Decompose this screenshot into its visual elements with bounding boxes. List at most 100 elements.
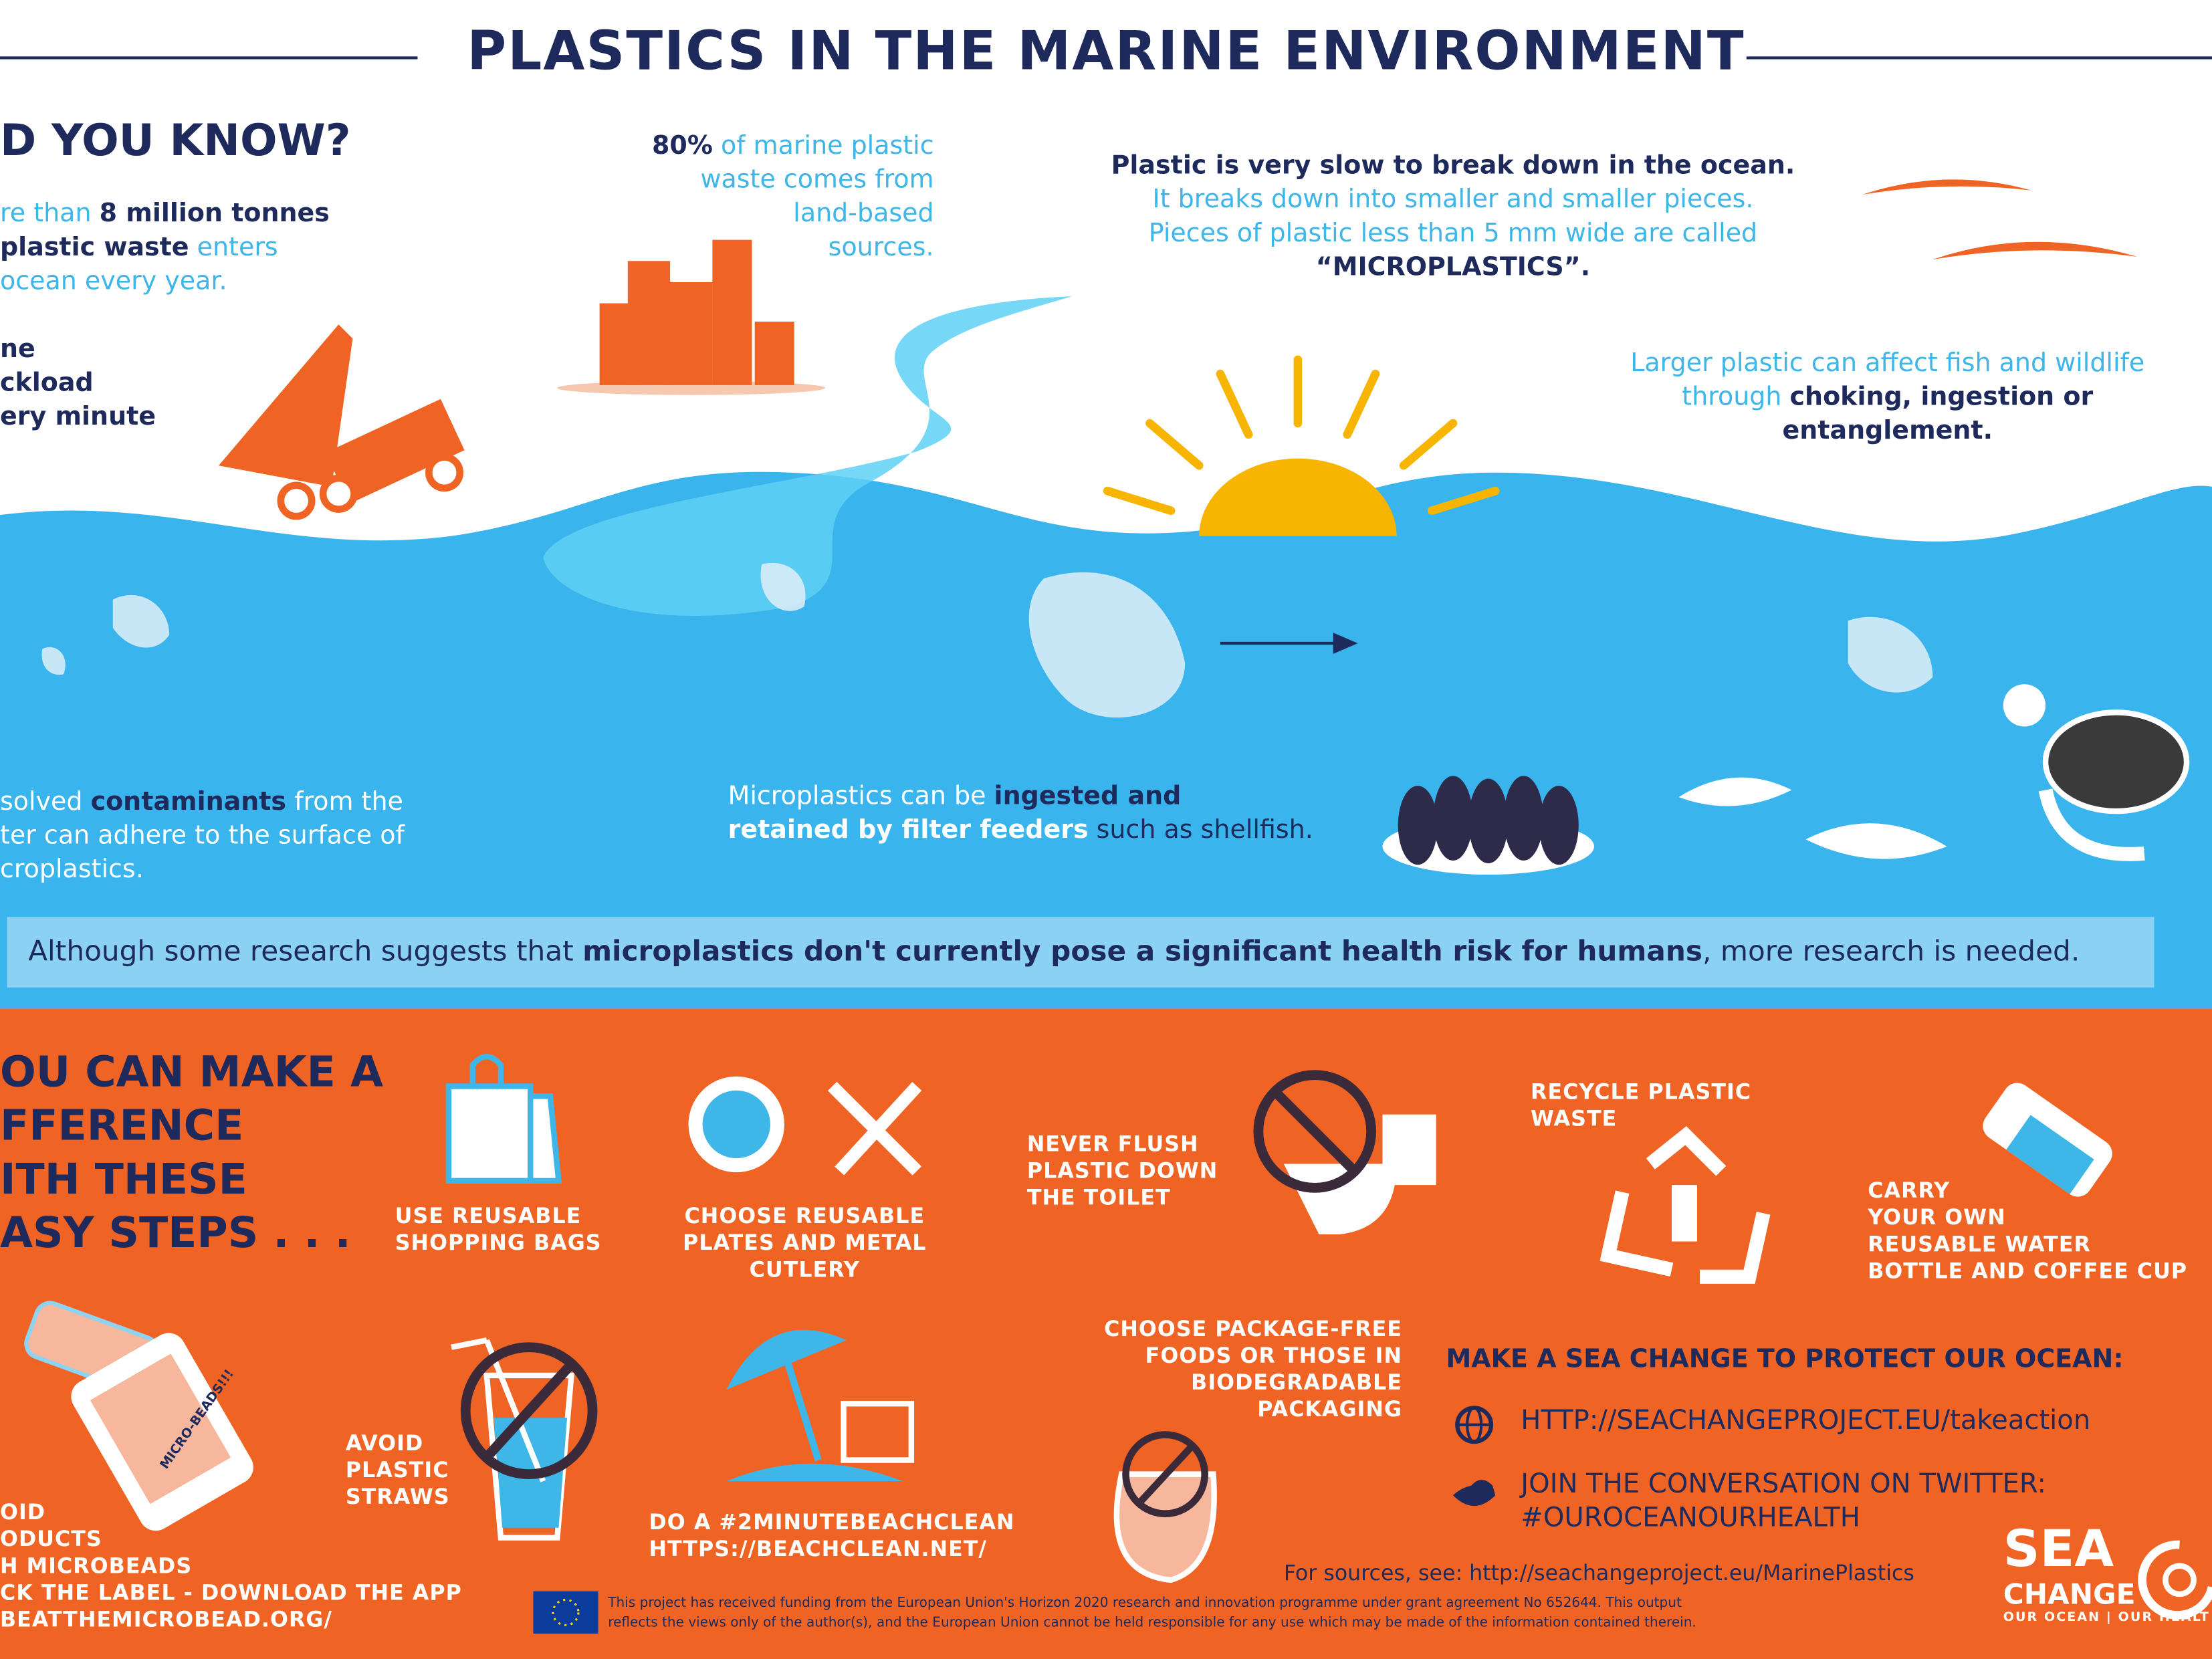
- fact-line: ery minute: [0, 402, 156, 432]
- step-line: CHOOSE PACKAGE-FREE: [1104, 1316, 1403, 1342]
- beachclean-link[interactable]: HTTPS://BEACHCLEAN.NET/: [649, 1536, 988, 1562]
- recycle-icon: [1599, 1126, 1771, 1284]
- fact-highlight: retained by filter feeders: [728, 815, 1089, 845]
- health-banner-text: Although some research suggests that mic…: [28, 934, 2080, 968]
- ocean-wave: [0, 471, 2212, 1009]
- fact-text: of marine plastic: [712, 131, 934, 161]
- globe-icon: [1455, 1406, 1494, 1444]
- step-line: CHOOSE REUSABLE: [684, 1203, 925, 1229]
- fact-text: Pieces of plastic less than 5 mm wide ar…: [1148, 219, 1758, 249]
- heading-line: ITH THESE: [0, 1155, 247, 1205]
- step-line: NEVER FLUSH: [1026, 1131, 1199, 1157]
- beat-the-microbead-link[interactable]: BEATTHEMICROBEAD.ORG/: [0, 1606, 333, 1632]
- heading-line: FFERENCE: [0, 1101, 244, 1151]
- sea-change-logo: SEA CHANGE OUR OCEAN | OUR HEALT: [2003, 1523, 2210, 1625]
- fact-highlight: 8 million tonnes: [99, 199, 330, 229]
- step-line: YOUR OWN: [1868, 1204, 2006, 1230]
- disclaimer-line: reflects the views only of the author(s)…: [608, 1615, 1696, 1631]
- step-line: PLASTIC DOWN: [1026, 1158, 1218, 1184]
- fact-text: sources.: [828, 233, 934, 263]
- step-line: BIODEGRADABLE: [1191, 1369, 1403, 1396]
- birds-icon: [1862, 179, 2138, 260]
- step-line: STRAWS: [345, 1484, 450, 1510]
- logo-text: CHANGE: [2003, 1577, 2136, 1612]
- land-based-fact: 80% of marine plastic waste comes from l…: [564, 130, 934, 265]
- step-line: BOTTLE AND COFFEE CUP: [1868, 1258, 2188, 1284]
- sun-icon: [1103, 355, 1500, 536]
- microbeads-phone-icon: [24, 1301, 253, 1531]
- fact-text: solved: [0, 787, 91, 817]
- fact-text: enters: [189, 233, 278, 263]
- heading-line: OU CAN MAKE A: [0, 1048, 383, 1098]
- no-straw-icon: [451, 1337, 598, 1541]
- step-line: ODUCTS: [0, 1526, 102, 1552]
- filter-feeders-fact: Microplastics can be ingested and retain…: [728, 780, 1313, 848]
- banner-text: , more research is needed.: [1702, 933, 2080, 968]
- breakdown-fact: Plastic is very slow to break down in th…: [1044, 150, 1862, 286]
- fact-text: land-based: [793, 199, 934, 229]
- river: [543, 296, 1073, 616]
- fact-highlight: plastic waste: [0, 233, 189, 263]
- fact-text: through: [1682, 382, 1790, 413]
- logo-tagline: OUR OCEAN | OUR HEALT: [2003, 1611, 2210, 1626]
- fact-highlight: ingested and: [994, 781, 1182, 812]
- fact-truckload: ne ckload ery minute: [0, 333, 156, 435]
- arrow-icon: [1220, 633, 1358, 654]
- shopping-bag-icon: [445, 1053, 562, 1184]
- dump-truck-icon: [219, 324, 465, 520]
- fact-line: ne: [0, 334, 35, 364]
- twitter-hashtag-link[interactable]: #OUROCEANOURHEALTH: [1521, 1502, 1860, 1534]
- step-line: FOODS OR THOSE IN: [1145, 1343, 1403, 1369]
- step-line: CUTLERY: [749, 1256, 860, 1283]
- step-line: SHOPPING BAGS: [395, 1230, 602, 1256]
- city-icon: [557, 239, 826, 395]
- step-icons: MICRO-BEADS!!!: [24, 1053, 2212, 1634]
- step-line: PACKAGING: [1257, 1396, 1403, 1422]
- health-banner: [7, 917, 2154, 988]
- fact-text: such as shellfish.: [1088, 815, 1313, 845]
- fact-text: ocean every year.: [0, 266, 227, 297]
- ocean-illustration: [0, 179, 2212, 1009]
- fact-tonnes: re than 8 million tonnes plastic waste e…: [0, 197, 367, 299]
- steps-heading: OU CAN MAKE A FFERENCE ITH THESE ASY STE…: [0, 1046, 383, 1261]
- cta-twitter: JOIN THE CONVERSATION ON TWITTER: #OUROC…: [1521, 1467, 2046, 1535]
- step-line: PLASTIC: [345, 1457, 449, 1483]
- fact-text: It breaks down into smaller and smaller …: [1152, 185, 1754, 215]
- step-line: H MICROBEADS: [0, 1553, 193, 1579]
- percent-value: 80%: [651, 131, 713, 161]
- fact-text: from the: [286, 787, 403, 817]
- plastic-debris: [41, 562, 1933, 718]
- fact-text: waste comes from: [700, 164, 934, 195]
- fact-text: re than: [0, 199, 100, 229]
- shellfish-icon: [1382, 776, 1594, 875]
- sources-link[interactable]: For sources, see: http://seachangeprojec…: [1283, 1560, 1914, 1586]
- fact-text: Microplastics can be: [728, 781, 994, 812]
- action-section: [0, 1008, 2212, 1659]
- fact-highlight: contaminants: [90, 787, 287, 817]
- disclaimer-line: This project has received funding from t…: [608, 1595, 1682, 1612]
- cta-website-link[interactable]: HTTP://SEACHANGEPROJECT.EU/takeaction: [1521, 1405, 2091, 1436]
- fact-highlight: “MICROPLASTICS”.: [1315, 252, 1591, 282]
- step-line: CARRY: [1868, 1178, 1951, 1204]
- banner-text: Although some research suggests that: [28, 933, 583, 968]
- page-title: PLASTICS IN THE MARINE ENVIRONMENT: [467, 19, 1745, 82]
- wildlife-fact: Larger plastic can affect fish and wildl…: [1566, 347, 2209, 449]
- heading-line: ASY STEPS . . .: [0, 1209, 351, 1258]
- fact-text: ter can adhere to the surface of: [0, 820, 405, 851]
- fact-highlight: Plastic is very slow to break down in th…: [1111, 150, 1795, 181]
- fact-text: croplastics.: [0, 855, 144, 885]
- fact-highlight: entanglement.: [1782, 416, 1993, 446]
- title-rule-left: [0, 56, 418, 60]
- twitter-icon: [1452, 1480, 1496, 1507]
- step-line: THE TOILET: [1026, 1185, 1171, 1211]
- title-rule-right: [1746, 56, 2212, 60]
- step-line: CK THE LABEL - DOWNLOAD THE APP: [0, 1579, 462, 1606]
- fact-highlight: choking, ingestion or: [1789, 382, 2094, 413]
